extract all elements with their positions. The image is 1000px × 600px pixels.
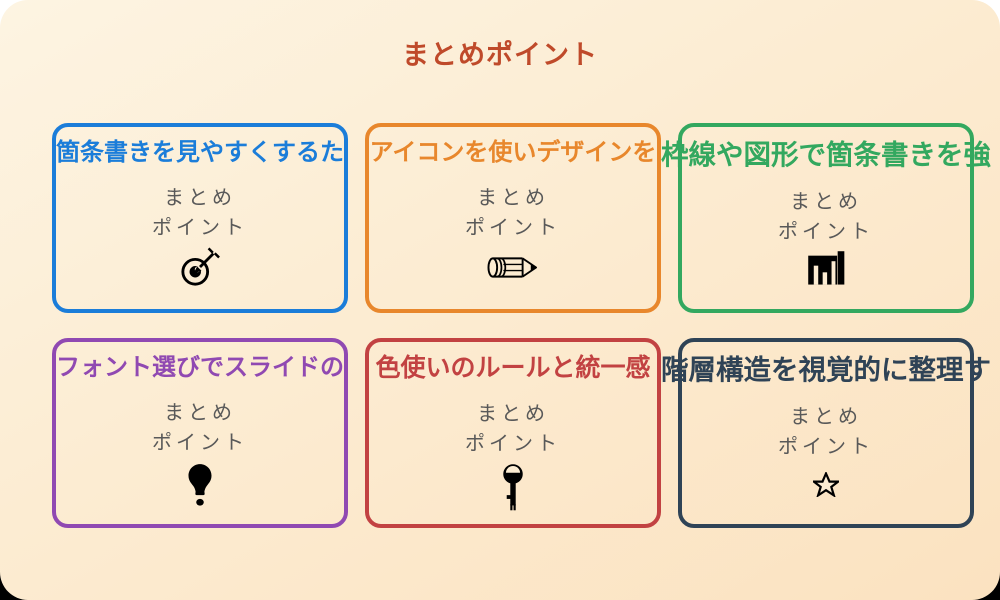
card-heading: 箇条書きを見やすくするた: [56, 139, 344, 166]
card-body: まとめ ポイント: [465, 183, 561, 243]
dart-target-icon: [179, 247, 221, 287]
card-heading: フォント選びでスライドの: [56, 354, 344, 381]
card-grid: 箇条書きを見やすくするた まとめ ポイント アイコンを使いデザインを: [52, 123, 991, 528]
card-heading: 枠線や図形で箇条書きを強: [661, 139, 991, 170]
card-body: まとめ ポイント: [778, 402, 874, 462]
bar-chart-icon: [806, 251, 846, 287]
page-title: まとめポイント: [402, 40, 598, 70]
card-heading: 色使いのルールと統一感: [375, 354, 651, 382]
card-body-line: まとめ: [477, 403, 549, 425]
summary-card-fonts: フォント選びでスライドの まとめ ポイント: [52, 338, 348, 528]
card-body: まとめ ポイント: [778, 187, 874, 247]
card-body: まとめ ポイント: [152, 183, 248, 243]
card-body-line: まとめ: [790, 405, 862, 428]
card-body-line: ポイント: [778, 435, 874, 458]
card-body-line: ポイント: [465, 216, 561, 239]
summary-card-borders: 枠線や図形で箇条書きを強 まとめ ポイント: [661, 123, 991, 313]
card-body-line: まとめ: [164, 186, 236, 209]
summary-card-colors: 色使いのルールと統一感 まとめ ポイント: [365, 338, 661, 528]
card-body-line: まとめ: [790, 190, 862, 213]
summary-card-hierarchy: 階層構造を視覚的に整理す まとめ ポイント: [661, 338, 991, 528]
card-body-line: ポイント: [152, 216, 248, 239]
card-body: まとめ ポイント: [152, 398, 248, 458]
summary-card-bullets: 箇条書きを見やすくするた まとめ ポイント: [52, 123, 348, 313]
card-body-line: ポイント: [465, 433, 561, 455]
card-heading: アイコンを使いデザインを: [369, 139, 657, 166]
star-icon: [813, 471, 839, 497]
card-body-line: まとめ: [477, 186, 549, 209]
pencil-icon: [486, 255, 540, 280]
summary-card-icons: アイコンを使いデザインを まとめ ポイント: [365, 123, 661, 313]
card-body-line: ポイント: [152, 431, 248, 454]
card-body-line: まとめ: [164, 401, 236, 424]
key-icon: [500, 463, 526, 511]
card-body: まとめ ポイント: [465, 399, 561, 459]
card-heading: 階層構造を視覚的に整理す: [661, 354, 991, 385]
card-body-line: ポイント: [778, 220, 874, 243]
lightbulb-icon: [186, 462, 214, 508]
